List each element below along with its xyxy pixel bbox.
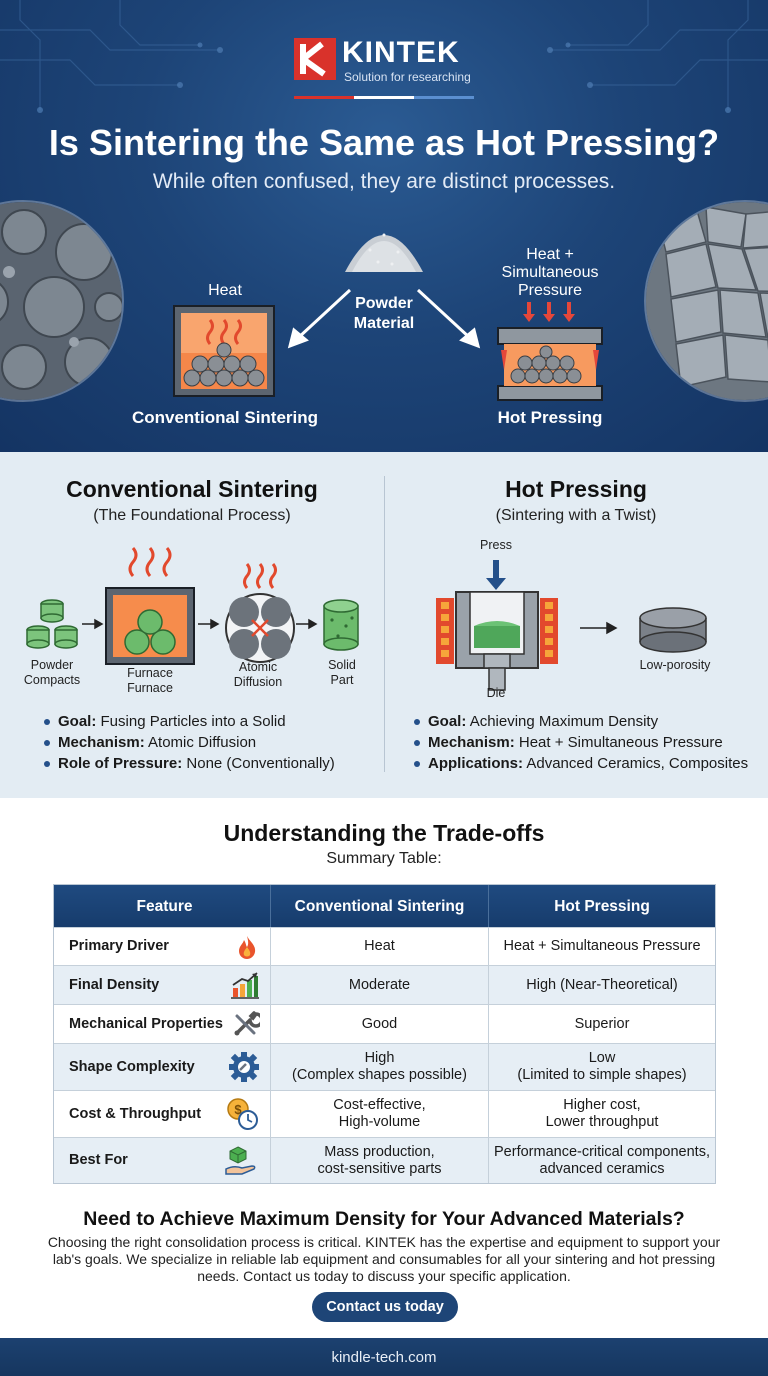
row-hot: Performance-critical components, advance…: [494, 1143, 710, 1177]
kintek-logo[interactable]: KINTEK Solution for researching: [294, 36, 484, 86]
step-atomic-diffusion: Atomic Diffusion: [233, 660, 283, 689]
hero-banner: KINTEK Solution for researching Is Sinte…: [0, 0, 768, 452]
row-feature: Mechanical Properties: [69, 1015, 223, 1032]
brand-tagline: Solution for researching: [344, 70, 471, 84]
bullet-item: Goal: Achieving Maximum Density: [412, 711, 748, 732]
table-row: Primary Driver Heat Heat + Simultaneous …: [54, 927, 715, 965]
row-feature: Shape Complexity: [69, 1058, 195, 1075]
row-hot: Low (Limited to simple shapes): [517, 1050, 687, 1083]
bullet-item: Goal: Fusing Particles into a Solid: [42, 711, 335, 732]
heat-label: Heat: [208, 282, 242, 299]
heat-pressure-label: Heat + Simultaneous Pressure: [501, 246, 599, 299]
table-header-row: Feature Conventional Sintering Hot Press…: [54, 885, 715, 927]
powder-compacts-icon: [26, 599, 78, 649]
process-comparison-section: Conventional Sintering (The Foundational…: [0, 452, 768, 798]
brand-name: KINTEK: [342, 36, 460, 69]
row-hot: Higher cost, Lower throughput: [545, 1097, 659, 1130]
hot-press-machine-icon: [436, 591, 558, 691]
svg-text:$: $: [234, 1102, 242, 1117]
low-porosity-disc-icon: [639, 607, 707, 653]
press-label: Press: [480, 538, 512, 552]
hot-pressing-title: Hot Pressing: [505, 476, 647, 502]
process-steps-diagram: [26, 547, 707, 691]
table-row: Shape Complexity High (Complex shapes po…: [54, 1043, 715, 1090]
row-conventional: Mass production, cost-sensitive parts: [271, 1138, 489, 1183]
furnace-icon: [105, 547, 195, 665]
row-conventional: Heat: [271, 928, 489, 965]
contact-us-button[interactable]: Contact us today: [312, 1292, 458, 1322]
press-arrow-icon: [486, 560, 506, 590]
footer: kindle-tech.com: [0, 1338, 768, 1376]
arrow-right-icon: [416, 288, 481, 349]
row-conventional: High (Complex shapes possible): [271, 1044, 489, 1090]
hot-pressing-bullets: Goal: Achieving Maximum Density Mechanis…: [412, 711, 748, 774]
summary-table: Feature Conventional Sintering Hot Press…: [53, 884, 716, 1184]
cta-body: Choosing the right consolidation process…: [47, 1234, 721, 1284]
arrow-left-icon: [287, 288, 352, 349]
hand-box-icon: [225, 1145, 256, 1175]
process-overview-diagram: [173, 233, 603, 401]
die-label: Die: [486, 686, 506, 700]
wrench-icon: [234, 1011, 260, 1036]
furnace-icon: [173, 305, 275, 397]
table-row: Final Density Moderate High (Near-Theore…: [54, 965, 715, 1004]
bar-chart-icon: [231, 972, 259, 999]
conventional-sintering-label: Conventional Sintering: [131, 408, 319, 427]
cta-title: Need to Achieve Maximum Density for Your…: [83, 1208, 685, 1230]
row-hot: Superior: [574, 1015, 630, 1032]
kintek-logo-icon: [294, 38, 336, 80]
row-conventional: Cost-effective, High-volume: [271, 1091, 489, 1137]
atomic-diffusion-icon: [225, 563, 295, 663]
circuit-background: [0, 0, 768, 113]
row-feature: Cost & Throughput: [69, 1105, 202, 1122]
table-row: Mechanical Properties Good Superior: [54, 1004, 715, 1043]
row-feature: Final Density: [69, 976, 160, 993]
footer-url-link[interactable]: kindle-tech.com: [331, 1348, 437, 1366]
hero-title: Is Sintering the Same as Hot Pressing?: [48, 122, 720, 163]
hot-pressing-subtitle: (Sintering with a Twist): [495, 507, 657, 524]
bullet-item: Mechanism: Heat + Simultaneous Pressure: [412, 732, 748, 753]
powder-material-label: Powder Material: [353, 295, 415, 332]
step-furnace: Furnace Furnace: [127, 666, 173, 695]
row-feature: Best For: [69, 1152, 128, 1168]
conventional-subtitle: (The Foundational Process): [93, 507, 291, 524]
arrow-right-icon: [82, 618, 618, 635]
table-row: Best For Mass production, cost-sensitive…: [54, 1137, 715, 1183]
powder-pile-icon: [345, 233, 423, 272]
hero-subtitle: While often confused, they are distinct …: [152, 170, 616, 193]
low-porosity-label: Low-porosity: [639, 658, 711, 672]
row-feature: Primary Driver: [69, 938, 169, 954]
bullet-item: Applications: Advanced Ceramics, Composi…: [412, 753, 748, 774]
porous-microstructure-image: [0, 200, 124, 402]
header-hot-pressing: Hot Pressing: [554, 897, 650, 915]
row-conventional: Good: [271, 1005, 489, 1043]
header-conventional: Conventional Sintering: [271, 885, 489, 927]
gear-icon: [229, 1052, 259, 1082]
bullet-item: Role of Pressure: None (Conventionally): [42, 753, 335, 774]
conventional-bullets: Goal: Fusing Particles into a Solid Mech…: [42, 711, 335, 774]
hot-press-icon: [497, 302, 603, 401]
table-row: Cost & Throughput $ Cost-effective, High…: [54, 1090, 715, 1137]
row-hot: Heat + Simultaneous Pressure: [503, 938, 701, 954]
row-hot: High (Near-Theoretical): [526, 976, 678, 993]
conventional-title: Conventional Sintering: [66, 476, 318, 502]
step-powder-compacts: Powder Compacts: [23, 658, 81, 687]
logo-divider: [294, 96, 474, 99]
step-solid-part: Solid Part: [328, 658, 356, 687]
row-conventional: Moderate: [271, 966, 489, 1004]
header-feature: Feature: [54, 885, 271, 927]
section-divider: [384, 476, 385, 772]
tradeoffs-title: Understanding the Trade-offs: [223, 820, 545, 846]
solid-part-icon: [323, 599, 359, 651]
hot-pressing-label: Hot Pressing: [497, 408, 603, 427]
bullet-item: Mechanism: Atomic Diffusion: [42, 732, 335, 753]
cost-clock-icon: $: [227, 1098, 258, 1130]
tradeoffs-subtitle: Summary Table:: [326, 850, 442, 867]
flame-icon: [239, 935, 256, 959]
